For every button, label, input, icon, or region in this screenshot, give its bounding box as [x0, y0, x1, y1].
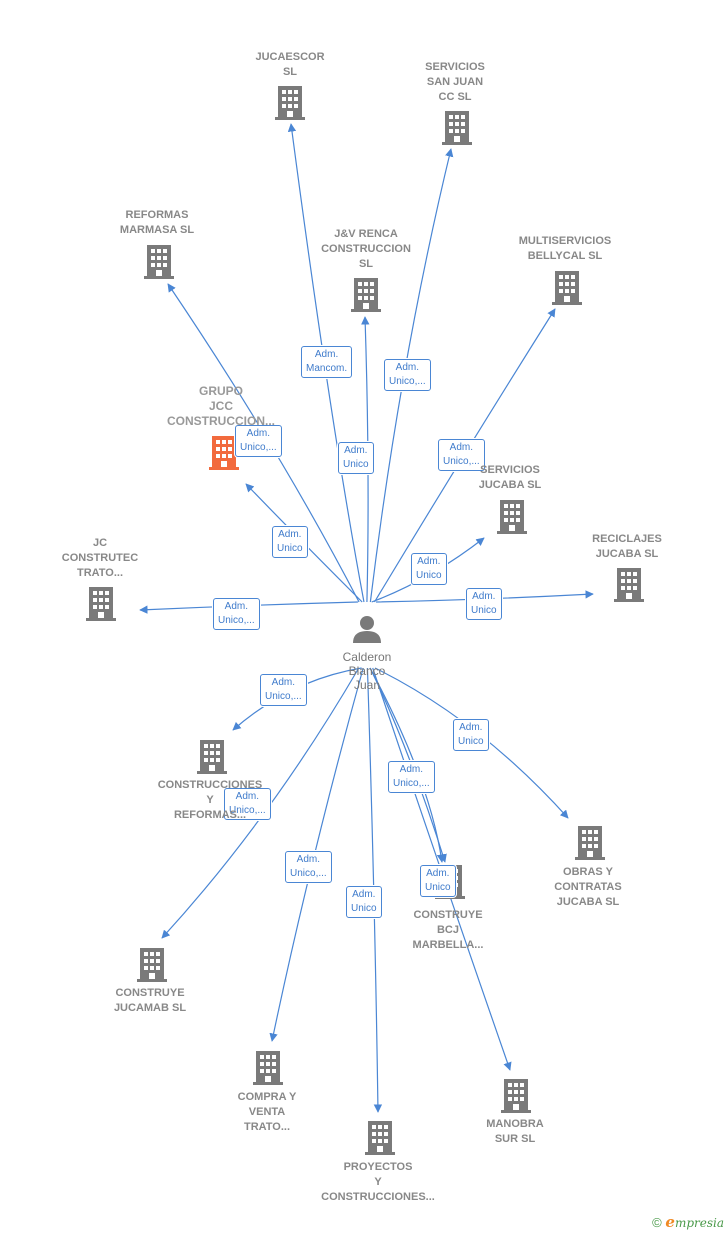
building-icon[interactable] [137, 948, 167, 982]
company-label-construye-jucamab[interactable]: CONSTRUYE JUCAMAB SL [113, 987, 187, 1014]
company-label-construcciones-y-reformas[interactable]: CONSTRUCCIONES Y REFORMAS... [157, 779, 263, 821]
edge-role-label[interactable]: Adm. Unico [411, 553, 447, 585]
edge-to-manobra-sur [372, 667, 512, 1071]
edge-role-label[interactable]: Adm. Unico,... [384, 359, 431, 391]
building-icon[interactable] [275, 86, 305, 120]
edge-role-label[interactable]: Adm. Unico,... [235, 425, 282, 457]
company-label-manobra-sur[interactable]: MANOBRA SUR SL [486, 1118, 544, 1145]
footer-brand: © empresia [652, 1213, 724, 1231]
building-icon[interactable] [442, 111, 472, 145]
company-label-construye-bcj[interactable]: CONSTRUYE BCJ MARBELLA... [412, 909, 484, 951]
edge-role-label[interactable]: Adm. Unico [272, 526, 308, 558]
company-label-grupo-jcc[interactable]: GRUPO JCC CONSTRUCCION... [167, 384, 275, 428]
company-label-servicios-san-juan[interactable]: SERVICIOS SAN JUAN CC SL [425, 61, 485, 103]
building-icon[interactable] [501, 1079, 531, 1113]
building-icon[interactable] [351, 278, 381, 312]
edge-role-label[interactable]: Adm. Unico [346, 886, 382, 918]
company-label-servicios-jucaba[interactable]: SERVICIOS JUCABA SL [478, 464, 542, 491]
edge-role-label[interactable]: Adm. Unico,... [213, 598, 260, 630]
company-label-obras-y-contratas[interactable]: OBRAS Y CONTRATAS JUCABA SL [554, 866, 622, 908]
edge-role-label[interactable]: Adm. Unico,... [224, 788, 271, 820]
company-label-proyectos-y-construcciones[interactable]: PROYECTOS Y CONSTRUCCIONES... [321, 1161, 435, 1203]
edge-role-label[interactable]: Adm. Unico,... [285, 851, 332, 883]
edge-role-label[interactable]: Adm. Unico [338, 442, 374, 474]
building-icon[interactable] [197, 740, 227, 774]
company-label-jc-construtec[interactable]: JC CONSTRUTEC TRATO... [61, 537, 139, 579]
building-icon[interactable] [253, 1051, 283, 1085]
edge-role-label[interactable]: Adm. Unico,... [388, 761, 435, 793]
building-icon[interactable] [497, 500, 527, 534]
company-label-jv-renca[interactable]: J&V RENCA CONSTRUCCION SL [321, 228, 411, 270]
building-icon[interactable] [86, 587, 116, 621]
edge-role-label[interactable]: Adm. Unico [420, 865, 456, 897]
edge-role-label[interactable]: Adm. Mancom. [301, 346, 353, 378]
copyright-symbol: © [652, 1215, 662, 1230]
edge-to-jucaescor [287, 123, 365, 603]
edge-role-label[interactable]: Adm. Unico,... [260, 674, 307, 706]
empresia-logo[interactable]: empresia [665, 1213, 724, 1231]
building-icon[interactable] [144, 245, 174, 279]
company-label-reciclajes-jucaba[interactable]: RECICLAJES JUCABA SL [592, 533, 662, 560]
person-node[interactable] [353, 616, 381, 643]
building-icon[interactable] [614, 568, 644, 602]
company-label-compra-y-venta[interactable]: COMPRA Y VENTA TRATO... [237, 1091, 297, 1133]
person-icon [353, 616, 381, 643]
building-icon[interactable] [365, 1121, 395, 1155]
building-icon[interactable] [575, 826, 605, 860]
building-icon[interactable] [552, 271, 582, 305]
center-person-label[interactable]: Calderon Blanco Juan [342, 650, 392, 692]
company-label-jucaescor[interactable]: JUCAESCOR SL [255, 51, 325, 78]
company-label-reformas-marmasa[interactable]: REFORMAS MARMASA SL [119, 209, 195, 236]
edge-role-label[interactable]: Adm. Unico,... [438, 439, 485, 471]
edge-role-label[interactable]: Adm. Unico [466, 588, 502, 620]
company-label-multiservicios-bellycal[interactable]: MULTISERVICIOS BELLYCAL SL [518, 235, 612, 262]
edge-role-label[interactable]: Adm. Unico [453, 719, 489, 751]
